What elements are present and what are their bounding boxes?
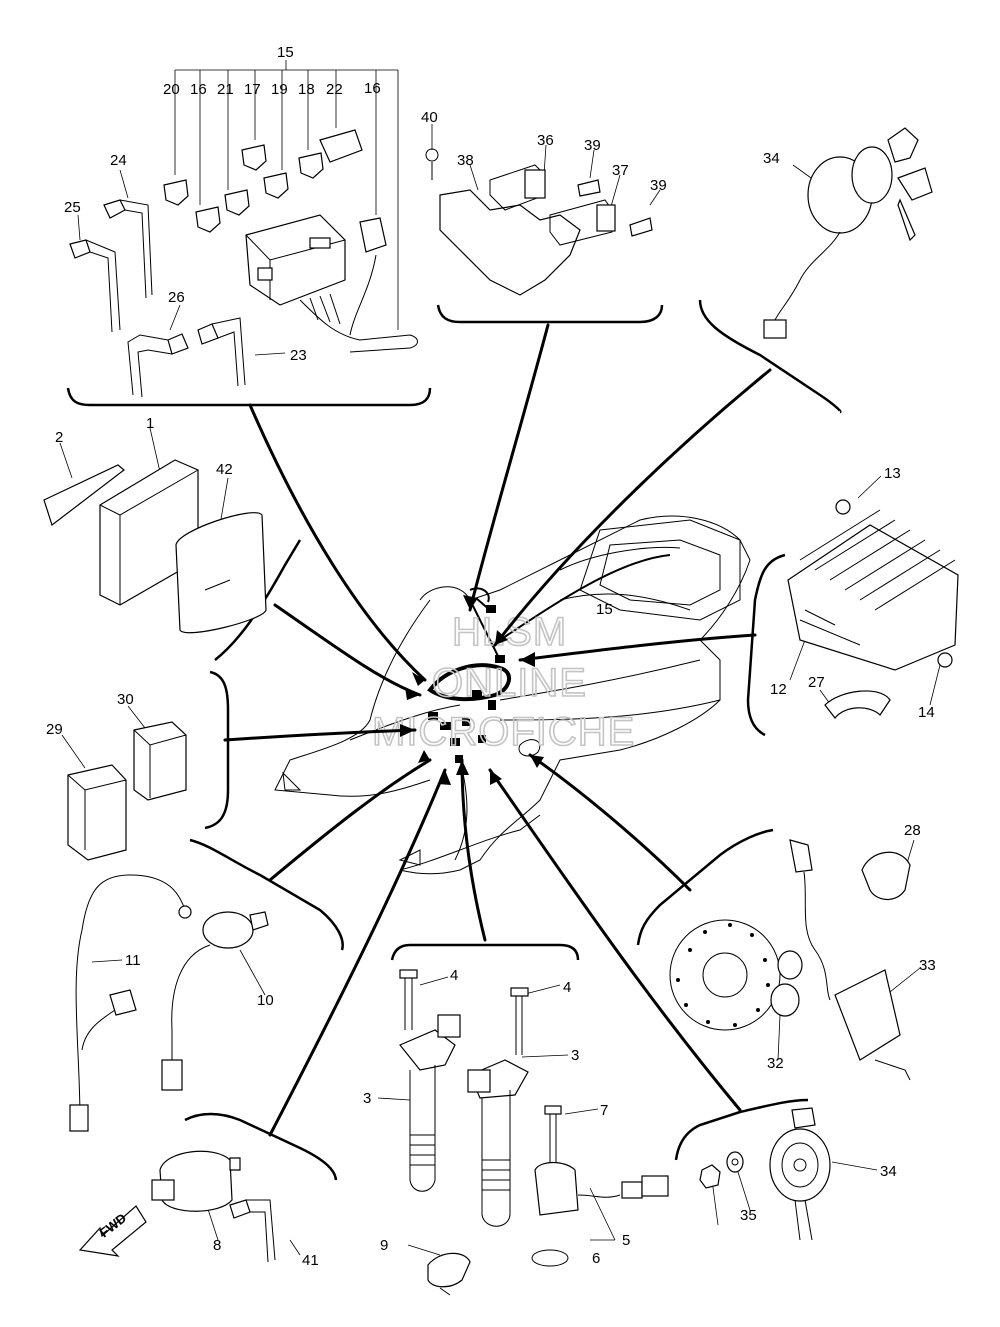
label-23: 23 bbox=[290, 347, 307, 364]
label-28: 28 bbox=[904, 822, 921, 839]
relay-bracket-group bbox=[425, 148, 653, 296]
label-29: 29 bbox=[46, 721, 63, 738]
chassis-frame bbox=[274, 515, 751, 875]
label-13: 13 bbox=[884, 465, 901, 482]
lower-left-parts bbox=[151, 1150, 471, 1296]
rectifier-regulator bbox=[787, 499, 959, 719]
fwd-direction-arrow: FWD bbox=[78, 1205, 147, 1257]
label-2: 2 bbox=[55, 429, 63, 446]
svg-text:HLSM: HLSM bbox=[452, 610, 567, 654]
part-labels: 15 20 16 21 17 19 18 22 16 16 24 25 26 2… bbox=[46, 44, 936, 1269]
label-3: 3 bbox=[571, 1047, 579, 1064]
label-14: 14 bbox=[918, 704, 935, 721]
label-18: 18 bbox=[298, 81, 315, 98]
label-33: 33 bbox=[919, 957, 936, 974]
label-1: 1 bbox=[146, 415, 154, 432]
label-26: 26 bbox=[168, 289, 185, 306]
label-22: 22 bbox=[326, 81, 343, 98]
label-4: 4 bbox=[450, 967, 458, 984]
lead-and-sensor bbox=[69, 874, 269, 1132]
label-20: 20 bbox=[163, 81, 180, 98]
watermark: HLSM ONLINE MICROFICHE bbox=[371, 609, 635, 755]
label-36: 39 bbox=[584, 137, 601, 154]
label-16: 16 bbox=[364, 80, 381, 97]
label-5: 5 bbox=[622, 1232, 630, 1249]
label-38: 35 bbox=[740, 1207, 757, 1224]
label-15: 15 bbox=[277, 44, 294, 61]
label-31: 34 bbox=[763, 150, 780, 167]
label-34: 37 bbox=[612, 162, 629, 179]
horn-group bbox=[699, 1107, 831, 1241]
label-17: 16 bbox=[190, 81, 207, 98]
label-42: 42 bbox=[216, 461, 233, 478]
ecu-group bbox=[43, 459, 267, 634]
label-34: 36 bbox=[537, 132, 554, 149]
fuse-box-group bbox=[69, 129, 418, 398]
label-12: 12 bbox=[770, 681, 787, 698]
label-3: 3 bbox=[363, 1090, 371, 1107]
label-32: 32 bbox=[767, 1055, 784, 1072]
label-35: 38 bbox=[457, 152, 474, 169]
label-19: 19 bbox=[271, 81, 288, 98]
label-8: 8 bbox=[213, 1237, 221, 1254]
svg-text:ONLINE: ONLINE bbox=[432, 661, 587, 705]
pickup-coil-group bbox=[669, 839, 911, 1081]
label-10: 10 bbox=[257, 992, 274, 1009]
label-36: 39 bbox=[650, 177, 667, 194]
svg-text:MICROFICHE: MICROFICHE bbox=[372, 710, 635, 754]
label-21: 21 bbox=[217, 81, 234, 98]
label-7: 7 bbox=[600, 1102, 608, 1119]
ignition-coils bbox=[399, 969, 669, 1267]
relays bbox=[67, 721, 187, 861]
label-4: 4 bbox=[563, 979, 571, 996]
label-41: 41 bbox=[302, 1252, 319, 1269]
label-17: 17 bbox=[244, 81, 261, 98]
label-25: 25 bbox=[64, 199, 81, 216]
label-6: 6 bbox=[592, 1250, 600, 1267]
label-27: 27 bbox=[808, 674, 825, 691]
label-30: 30 bbox=[117, 691, 134, 708]
label-9: 9 bbox=[380, 1237, 388, 1254]
group-brackets bbox=[66, 299, 842, 1181]
label-37: 34 bbox=[880, 1163, 897, 1180]
leader-lines bbox=[223, 323, 772, 1137]
label-24: 24 bbox=[110, 152, 127, 169]
ignition-switch bbox=[763, 127, 933, 339]
label-15: 15 bbox=[596, 601, 613, 618]
label-40: 40 bbox=[421, 109, 438, 126]
label-11: 11 bbox=[125, 952, 141, 969]
